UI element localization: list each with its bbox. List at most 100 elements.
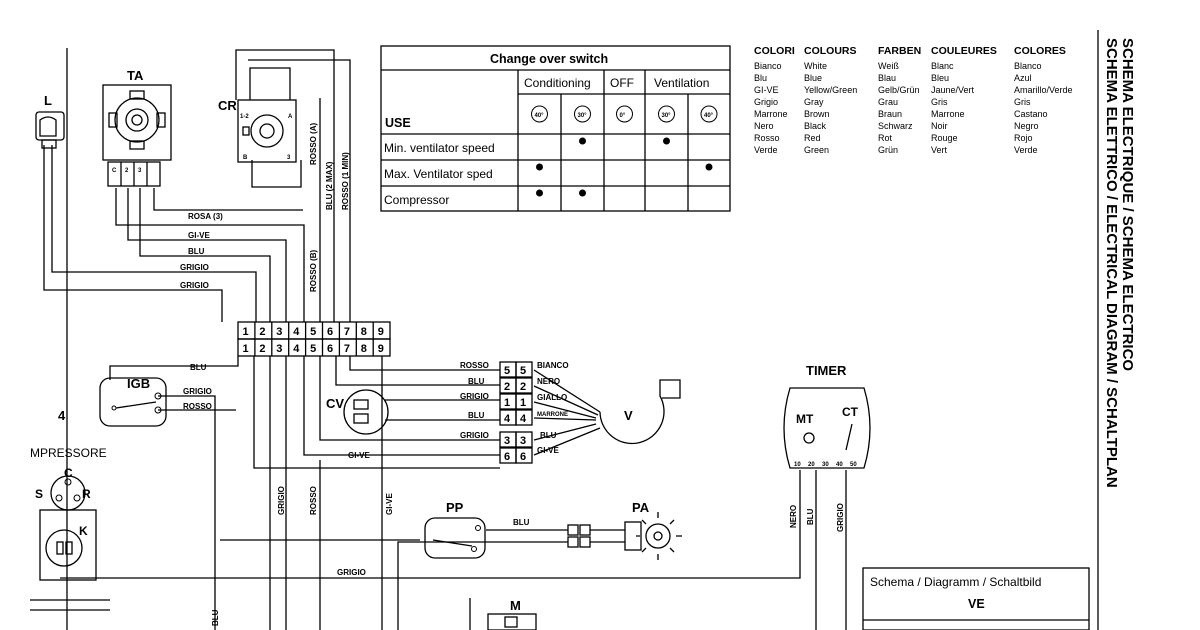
terminal-number: 4 [293, 343, 300, 355]
wire-labels-horizontal: ROSA (3) GI-VE BLU GRIGIO GRIGIO BLU GRI… [180, 212, 569, 577]
wire-label: GRIGIO [183, 387, 212, 396]
label-v: V [624, 408, 633, 423]
wire-label: BIANCO [537, 361, 569, 370]
colours-cell: White [804, 61, 827, 71]
colours-cell: Castano [1014, 109, 1048, 119]
wire-label: GRIGIO [180, 263, 209, 272]
colours-cell: Rojo [1014, 133, 1033, 143]
wire-label: BLU [468, 377, 485, 386]
terminal-number: 5 [310, 326, 316, 338]
colours-cell: Vert [931, 145, 948, 155]
switch-dot [579, 137, 586, 145]
svg-text:B: B [243, 155, 248, 161]
svg-text:3: 3 [138, 168, 142, 174]
colours-cell: Bianco [754, 61, 782, 71]
component-pa: PA [567, 500, 682, 560]
motor-terminal-number: 4 [504, 413, 511, 425]
timer-terminal: 30 [822, 462, 829, 468]
svg-text:K: K [79, 524, 88, 538]
colours-header: FARBEN [878, 45, 921, 57]
terminal-number: 5 [310, 343, 316, 355]
timer-terminal: 10 [794, 462, 801, 468]
label-ta: TA [127, 68, 144, 83]
switch-dot [536, 189, 543, 197]
svg-text:C: C [112, 168, 117, 174]
position-label: 40° [535, 113, 545, 119]
component-v-fan: V [599, 379, 681, 445]
position-label: 30° [578, 113, 588, 119]
colours-cell: Azul [1014, 73, 1032, 83]
wire-label: GRIGIO [460, 392, 489, 401]
motor-terminal-number: 2 [520, 381, 526, 393]
label-4: 4 [58, 408, 66, 423]
component-igb: IGB [99, 376, 167, 427]
colours-cell: Rot [878, 133, 893, 143]
group-ventilation: Ventilation [654, 76, 709, 90]
terminal-number: 1 [243, 326, 249, 338]
wire-label: GI-VE [348, 451, 370, 460]
wire-label: ROSSO (1 MIN) [341, 152, 350, 210]
label-l: L [44, 93, 52, 108]
wire-label: NERO [537, 377, 560, 386]
use-label: USE [385, 116, 411, 130]
wire-label: BLU [188, 247, 205, 256]
position-label: 0° [620, 113, 626, 119]
wire-label: BLU [468, 411, 485, 420]
colours-cell: Marrone [931, 109, 965, 119]
terminal-number: 3 [276, 343, 282, 355]
colours-cell: Brown [804, 109, 830, 119]
colours-header: COLORES [1014, 45, 1066, 57]
colours-cell: Gray [804, 97, 824, 107]
title-box-code: VE [968, 597, 985, 611]
group-off: OFF [610, 76, 634, 90]
colours-cell: Grau [878, 97, 898, 107]
colours-cell: Blanco [1014, 61, 1042, 71]
motor-terminal-number: 4 [520, 413, 527, 425]
component-cr: CR 1-2 A B 3 [218, 98, 297, 163]
motor-terminal-number: 5 [520, 365, 526, 377]
timer-terminal: 50 [850, 462, 857, 468]
wire-label: GRIGIO [836, 503, 845, 532]
colours-cell: Rosso [754, 133, 780, 143]
colours-cell: Verde [754, 145, 778, 155]
colours-cell: Blanc [931, 61, 954, 71]
colours-cell: GI-VE [754, 85, 779, 95]
colours-cell: Grün [878, 145, 898, 155]
wire-label: BLU [806, 508, 815, 525]
colours-cell: Green [804, 145, 829, 155]
terminal-number: 2 [259, 343, 265, 355]
wire-label: GRIGIO [180, 281, 209, 290]
wire-paths [30, 48, 847, 630]
wire-label: ROSSO [460, 361, 489, 370]
terminal-number: 9 [378, 326, 384, 338]
group-conditioning: Conditioning [524, 76, 591, 90]
title-box-label: Schema / Diagramm / Schaltbild [870, 575, 1041, 589]
label-cv: CV [326, 396, 344, 411]
wire-label: GIALLO [537, 393, 567, 402]
terminal-number: 4 [293, 326, 300, 338]
row-label: Max. Ventilator sped [384, 167, 493, 181]
terminal-number: 8 [361, 326, 367, 338]
colours-cell: Yellow/Green [804, 85, 857, 95]
colours-cell: Verde [1014, 145, 1038, 155]
colours-header: COLORI [754, 45, 795, 57]
colours-cell: Marrone [754, 109, 788, 119]
change-over-switch-table: Change over switch Conditioning OFF Vent… [380, 45, 731, 212]
wire-label: GRIGIO [337, 568, 366, 577]
motor-terminal-number: 5 [504, 365, 510, 377]
component-ta: TA C 2 3 [102, 68, 172, 187]
terminal-number: 3 [276, 326, 282, 338]
label-pp: PP [446, 500, 464, 515]
colours-cell: Gelb/Grün [878, 85, 920, 95]
side-title-line1: SCHEMA ELETTRICO / ELECTRICAL DIAGRAM / … [1103, 38, 1120, 488]
colours-cell: Black [804, 121, 827, 131]
terminal-number: 9 [378, 343, 384, 355]
wire-label: GRIGIO [460, 431, 489, 440]
motor-terminal-number: 6 [504, 451, 510, 463]
wire-label: BLU [190, 363, 207, 372]
colours-cell: Braun [878, 109, 902, 119]
